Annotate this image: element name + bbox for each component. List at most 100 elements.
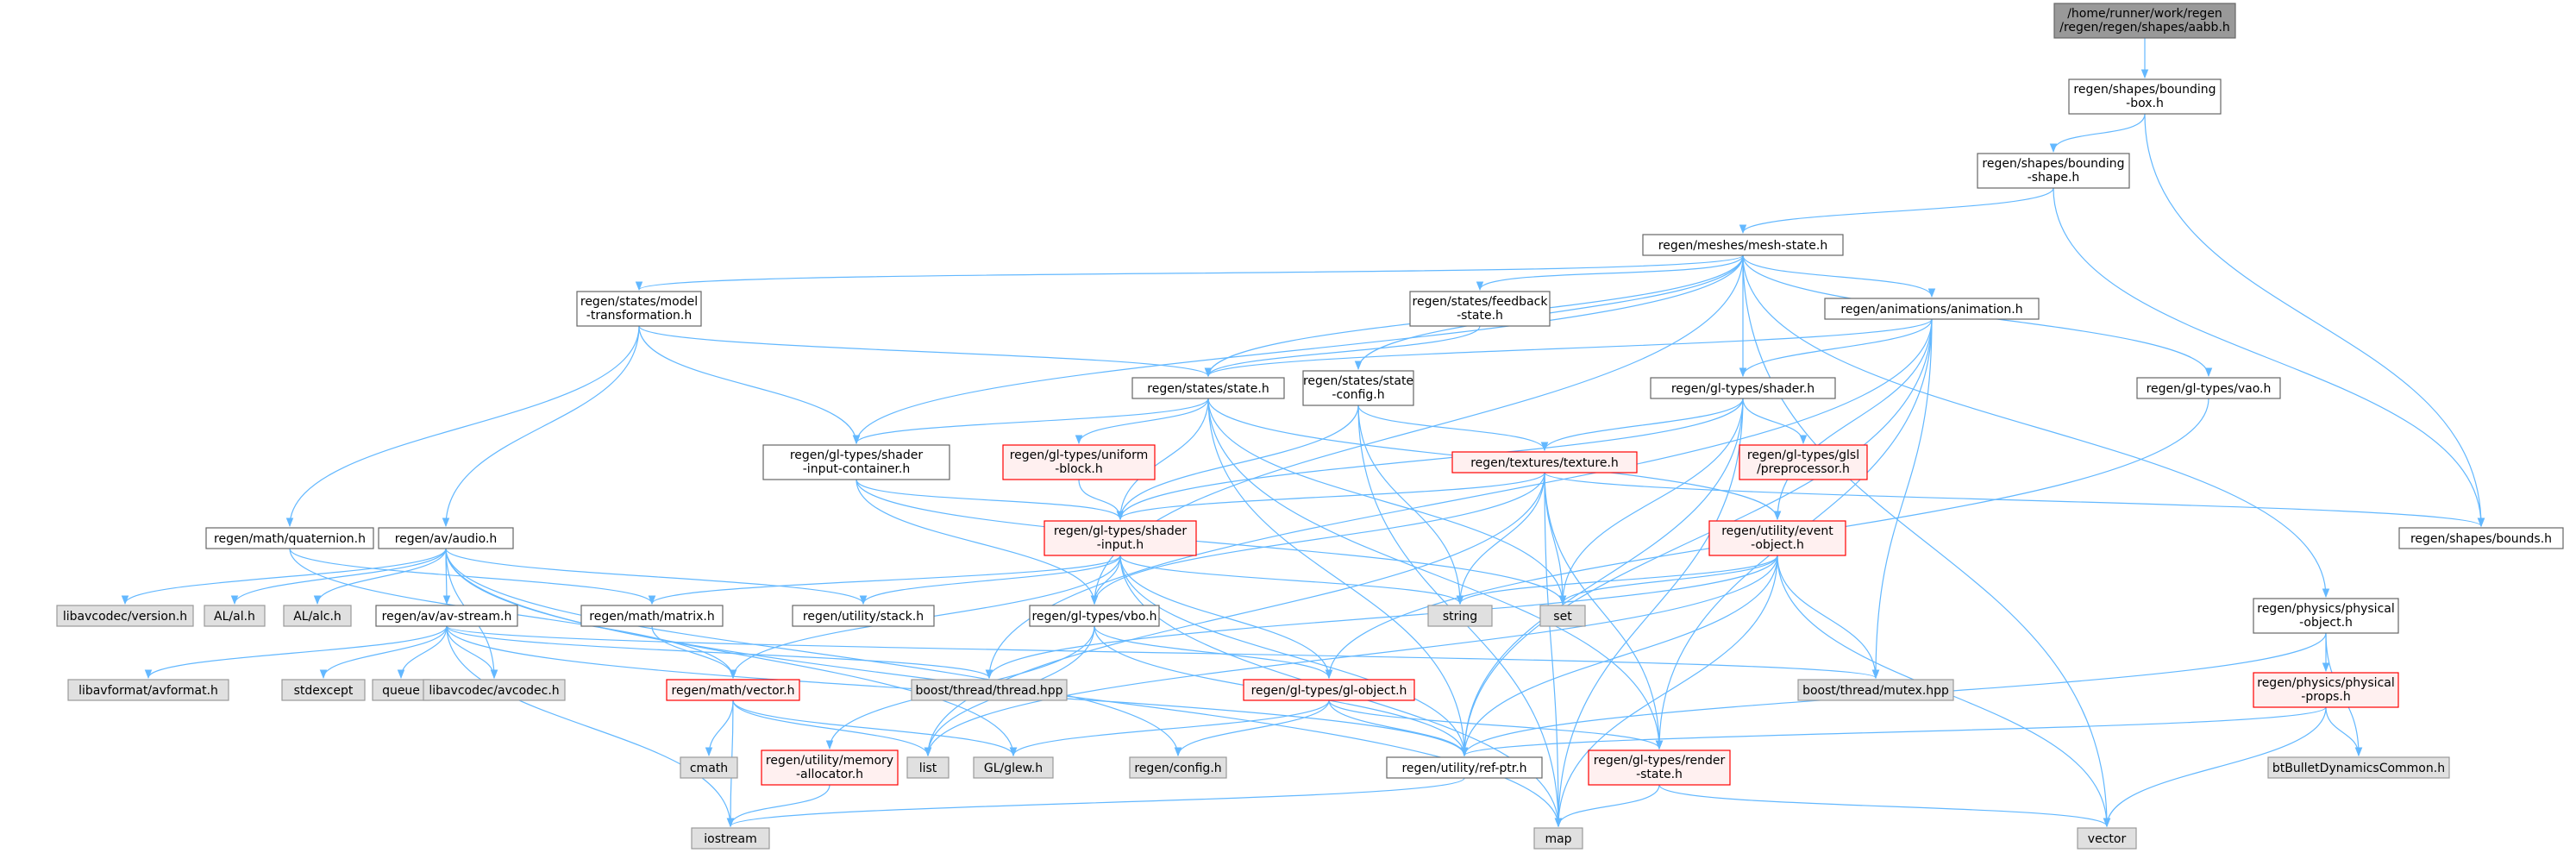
node-stateconfig[interactable]: regen/states/state-config.h: [1302, 370, 1414, 406]
edge-mesh-to-sic: [852, 254, 1744, 445]
node-label-line: -allocator.h: [796, 768, 863, 781]
node-label-line: AL/alc.h: [293, 610, 342, 624]
node-label-line: -state.h: [1457, 309, 1503, 323]
edge-audio-to-config: [445, 548, 1182, 757]
node-cmath: cmath: [680, 756, 738, 779]
node-bounds[interactable]: regen/shapes/bounds.h: [2398, 527, 2564, 549]
node-quat[interactable]: regen/math/quaternion.h: [205, 527, 374, 549]
node-box: [2136, 377, 2281, 399]
edge-state-to-refptr: [1207, 398, 1469, 757]
node-anim[interactable]: regen/animations/animation.h: [1824, 298, 2040, 320]
edge-state-to-render: [1207, 398, 1664, 750]
edge-event-to-set: [1558, 555, 1778, 605]
node-audio[interactable]: regen/av/audio.h: [378, 527, 514, 549]
node-avcodec: libavcodec/avcodec.h: [423, 679, 566, 701]
edge-audio-to-stack: [445, 548, 868, 605]
node-matrix[interactable]: regen/math/matrix.h: [580, 605, 724, 627]
edge-anim-to-refptr: [1460, 318, 1933, 757]
edge-anim-to-mutex: [1871, 318, 1933, 680]
edge-texture-to-vbo: [1090, 472, 1545, 605]
node-render[interactable]: regen/gl-types/render-state.h: [1588, 750, 1731, 786]
node-label-line: GL/glew.h: [984, 762, 1043, 775]
node-label-line: -state.h: [1636, 768, 1683, 781]
node-box: [1977, 153, 2130, 189]
node-refptr[interactable]: regen/utility/ref-ptr.h: [1386, 756, 1543, 779]
edge-render-to-vector: [1658, 784, 2111, 828]
node-config: regen/config.h: [1129, 756, 1227, 779]
node-box: [1533, 827, 1583, 850]
node-box: [906, 756, 950, 779]
node-label-line: AL/al.h: [214, 610, 255, 624]
node-shader[interactable]: regen/gl-types/shader.h: [1650, 377, 1836, 399]
node-state[interactable]: regen/states/state.h: [1131, 377, 1285, 399]
node-string: string: [1427, 605, 1493, 627]
node-label-line: regen/gl-types/shader.h: [1671, 382, 1814, 396]
node-stdexcept: stdexcept: [281, 679, 366, 701]
node-model[interactable]: regen/states/model-transformation.h: [576, 291, 702, 327]
node-texture[interactable]: regen/textures/texture.h: [1451, 451, 1638, 474]
edge-physprops-to-bullet: [2325, 706, 2363, 757]
node-box: [580, 605, 724, 627]
node-label-line: regen/shapes/bounding: [2073, 83, 2216, 97]
node-box: [911, 679, 1068, 701]
edge-mesh-to-physobj: [1742, 254, 2330, 599]
node-physprops[interactable]: regen/physics/physical-props.h: [2253, 672, 2399, 708]
node-box: [2068, 78, 2222, 115]
node-label-line: regen/config.h: [1134, 762, 1221, 775]
node-avstream[interactable]: regen/av/av-stream.h: [375, 605, 518, 627]
edge-sic-to-shaderinput: [856, 479, 1125, 521]
node-box: [1427, 605, 1493, 627]
node-feedback[interactable]: regen/states/feedback-state.h: [1409, 291, 1551, 327]
edge-shaderinput-to-refptr: [1119, 555, 1469, 757]
node-label-line: vector: [2088, 832, 2127, 846]
node-label-line: regen/states/state.h: [1147, 382, 1269, 396]
node-label-line: regen/gl-types/render: [1594, 754, 1726, 768]
edge-audio-to-alch: [313, 548, 447, 605]
node-mesh[interactable]: regen/meshes/mesh-state.h: [1642, 234, 1844, 256]
node-label-line: cmath: [690, 762, 728, 775]
node-uniform[interactable]: regen/gl-types/uniform-block.h: [1002, 444, 1156, 480]
node-bbox[interactable]: regen/shapes/bounding-box.h: [2068, 78, 2222, 115]
node-aabb[interactable]: /home/runner/work/regen/regen/regen/shap…: [2053, 3, 2236, 39]
node-stack[interactable]: regen/utility/stack.h: [792, 605, 935, 627]
edge-shaderinput-to-vbo: [1090, 555, 1121, 605]
edge-anim-to-event: [1773, 318, 1933, 521]
node-box: [2398, 527, 2564, 549]
node-mutex: boost/thread/mutex.hpp: [1797, 679, 1954, 701]
node-box: [375, 605, 518, 627]
node-label-line: stdexcept: [294, 684, 354, 698]
node-label-line: regen/shapes/bounding: [1982, 157, 2124, 171]
node-globj[interactable]: regen/gl-types/gl-object.h: [1243, 679, 1415, 701]
node-vao[interactable]: regen/gl-types/vao.h: [2136, 377, 2281, 399]
node-glsl[interactable]: regen/gl-types/glsl/preprocessor.h: [1739, 444, 1868, 480]
node-bshape[interactable]: regen/shapes/bounding-shape.h: [1977, 153, 2130, 189]
edge-avstream-to-stdexcept: [319, 625, 448, 680]
edge-event-to-thread: [985, 555, 1778, 680]
edge-stateconfig-to-shaderinput: [1116, 405, 1359, 521]
node-label-line: -object.h: [2299, 616, 2353, 630]
edge-memalloc-to-iostream: [726, 784, 830, 828]
node-box: [762, 444, 950, 480]
node-vector_h[interactable]: regen/math/vector.h: [666, 679, 800, 701]
node-sic[interactable]: regen/gl-types/shader-input-container.h: [762, 444, 950, 480]
node-box: [2267, 756, 2450, 779]
node-vector: vector: [2077, 827, 2137, 850]
node-label-line: regen/textures/texture.h: [1470, 456, 1619, 470]
node-label-line: regen/gl-types/vbo.h: [1031, 610, 1156, 624]
edge-render-to-map: [1554, 784, 1660, 828]
node-memalloc[interactable]: regen/utility/memory-allocator.h: [761, 750, 899, 786]
node-event[interactable]: regen/utility/event-object.h: [1708, 520, 1846, 556]
node-shaderinput[interactable]: regen/gl-types/shader-input.h: [1044, 520, 1197, 556]
edge-physprops-to-refptr: [1461, 706, 2327, 757]
edge-quat-to-matrix: [289, 548, 656, 605]
node-box: [2253, 672, 2399, 708]
node-list: list: [906, 756, 950, 779]
node-label-line: libavcodec/avcodec.h: [429, 684, 559, 698]
node-physobj[interactable]: regen/physics/physical-object.h: [2253, 598, 2399, 634]
edge-sic-to-set: [856, 479, 1567, 605]
node-label-line: -block.h: [1055, 462, 1103, 476]
node-box: [1650, 377, 1836, 399]
node-vbo[interactable]: regen/gl-types/vbo.h: [1029, 605, 1160, 627]
edge-shader-to-map: [1554, 398, 1744, 828]
edge-bbox-to-bshape: [2049, 113, 2146, 154]
